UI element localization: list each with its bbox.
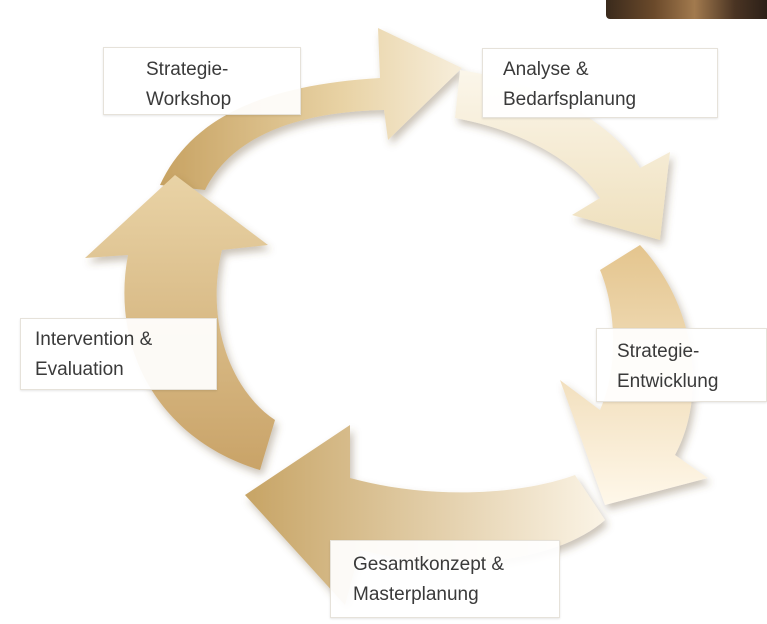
stage-text: Analyse &	[503, 59, 589, 80]
stage-text: Bedarfsplanung	[503, 89, 637, 110]
stage-label-gesamtkonzept: Gesamtkonzept & Masterplanung	[330, 540, 560, 618]
stage-text: Strategie-	[617, 341, 700, 362]
stage-text: Entwicklung	[617, 371, 719, 392]
stage-text: Evaluation	[35, 359, 124, 380]
stage-label-strategie-workshop: Strategie- Workshop	[103, 47, 301, 115]
stage-text: Gesamtkonzept &	[353, 554, 505, 575]
stage-label-strategie-entwicklung: Strategie- Entwicklung	[596, 328, 767, 402]
arrow-workshop-to-analyse	[160, 28, 462, 190]
stage-text: Workshop	[146, 89, 232, 110]
stage-text: Intervention &	[35, 329, 153, 350]
stage-text: Strategie-	[146, 59, 229, 80]
corner-photo	[606, 0, 767, 19]
stage-text: Masterplanung	[353, 584, 479, 605]
stage-label-analyse: Analyse & Bedarfsplanung	[482, 48, 718, 118]
stage-label-intervention: Intervention & Evaluation	[20, 318, 217, 390]
